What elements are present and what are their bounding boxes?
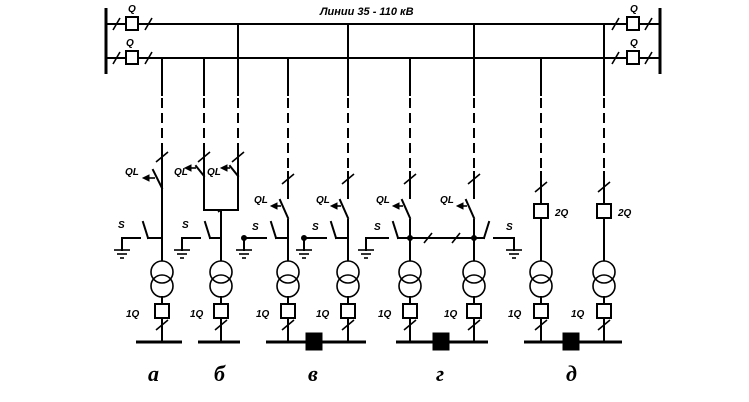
svg-text:S: S [252,222,259,233]
svg-text:1Q: 1Q [316,309,330,320]
line-buses: Линии 35 - 110 кВ Q Q Q Q [104,4,662,74]
svg-text:Q: Q [128,4,136,15]
svg-text:Q: Q [126,38,134,49]
svg-text:2Q: 2Q [617,208,632,219]
svg-text:QL: QL [174,167,188,178]
tap-lines [161,23,605,96]
svg-text:1Q: 1Q [508,309,522,320]
svg-text:Q: Q [630,4,638,15]
svg-text:2Q: 2Q [554,208,569,219]
svg-text:1Q: 1Q [126,309,140,320]
svg-text:S: S [182,220,189,231]
svg-text:S: S [374,222,381,233]
svg-text:QL: QL [207,167,221,178]
svg-text:QL: QL [376,195,390,206]
scheme-g: QL QL S S 1Q 1Q [358,171,522,386]
svg-text:S: S [118,220,125,231]
line-breaker-left-bottom: Q [112,38,153,65]
caption-b: б [214,361,226,386]
svg-text:S: S [506,222,513,233]
svg-text:Q: Q [630,38,638,49]
svg-text:QL: QL [316,195,330,206]
scheme-b: QL QL S 1Q б [174,149,245,386]
caption-g: г [436,361,444,386]
svg-text:1Q: 1Q [190,309,204,320]
diagram-title: Линии 35 - 110 кВ [319,6,414,18]
line-breaker-left-top: Q [112,4,153,31]
svg-text:S: S [312,222,319,233]
svg-text:QL: QL [440,195,454,206]
scheme-v: QL QL S S 1Q 1Q в [236,171,366,386]
caption-d: д [566,361,577,386]
svg-text:QL: QL [125,167,139,178]
caption-a: а [148,361,159,386]
svg-text:1Q: 1Q [571,309,585,320]
svg-text:1Q: 1Q [378,309,392,320]
svg-text:1Q: 1Q [444,309,458,320]
line-breaker-right-top: Q [611,4,653,31]
scheme-a: QL S 1Q а [114,149,182,386]
line-breaker-right-bottom: Q [611,38,653,65]
svg-text:1Q: 1Q [256,309,270,320]
scheme-d: 2Q 2Q 1Q 1Q д [508,171,632,386]
caption-v: в [308,361,318,386]
dashed-line-sections [161,98,605,172]
svg-text:QL: QL [254,195,268,206]
